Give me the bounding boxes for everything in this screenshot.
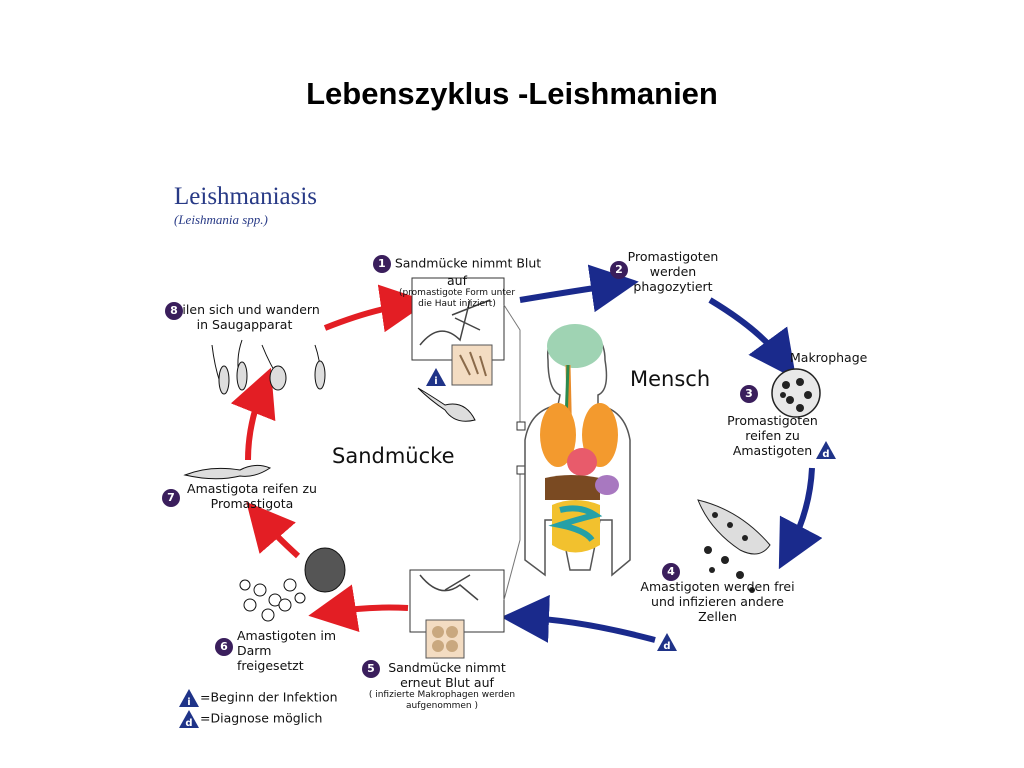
step-text: Amastigoten werden frei und infizieren a… bbox=[640, 579, 795, 624]
step-number-badge: 2 bbox=[610, 261, 628, 279]
legend-text: =Diagnose möglich bbox=[200, 710, 323, 726]
svg-text:d: d bbox=[663, 641, 670, 652]
cycle-arrow-5-6 bbox=[308, 584, 409, 632]
diagram-title: Leishmaniasis bbox=[174, 183, 318, 210]
cycle-arrow-3-4 bbox=[778, 467, 823, 570]
step-number-badge: 5 bbox=[362, 660, 380, 678]
infection-start-icon: i bbox=[426, 368, 446, 387]
step-number-badge: 3 bbox=[740, 385, 758, 403]
cycle-arrow-2-3 bbox=[708, 297, 797, 380]
cycle-arrow-7-8 bbox=[230, 367, 276, 461]
legend-text: =Beginn der Infektion bbox=[200, 689, 338, 705]
step-text: Promastigoten reifen zu Amastigoten bbox=[727, 413, 818, 458]
sandfly-bite-box-bottom bbox=[409, 569, 505, 659]
svg-text:i: i bbox=[434, 376, 437, 387]
sandfly-bite-box-top bbox=[411, 277, 505, 386]
macrophage-cell bbox=[771, 368, 821, 418]
step-number-badge: 6 bbox=[215, 638, 233, 656]
step-text: Amastigoten im Darm freigesetzt bbox=[237, 628, 336, 673]
infection-start-icon: i bbox=[179, 689, 199, 708]
amastigotes-cluster bbox=[239, 547, 346, 622]
step-number-badge: 4 bbox=[662, 563, 680, 581]
ruptured-macrophage bbox=[697, 499, 771, 593]
cycle-arrow-1-2 bbox=[519, 264, 639, 313]
svg-text:d: d bbox=[185, 718, 192, 729]
step-text: Amastigota reifen zu Promastigota bbox=[187, 481, 317, 511]
step-number-badge: 1 bbox=[372, 255, 391, 273]
macrophage-label: Makrophage bbox=[790, 350, 868, 365]
step-number-badge: 7 bbox=[162, 489, 180, 507]
promastigote-cell bbox=[183, 464, 272, 480]
cycle-arrow-4-5 bbox=[501, 594, 656, 643]
step-text: Promastigoten werden phagozytiert bbox=[627, 249, 719, 294]
diagnosis-icon: d bbox=[179, 710, 199, 729]
step-7: 7 Amastigota reifen zu Promastigota bbox=[162, 481, 322, 511]
step-3: 3 Promastigoten reifen zu Amastigoten bbox=[720, 385, 825, 458]
diagnosis-icon: d bbox=[816, 441, 836, 460]
step-note: ( infizierte Makrophagen werden aufgenom… bbox=[368, 690, 516, 711]
step-2: 2 Promastigoten werden phagozytiert bbox=[610, 249, 720, 294]
legend-row-diagnosis: d =Diagnose möglich bbox=[178, 709, 322, 729]
cycle-arrow-8-1 bbox=[323, 284, 429, 333]
step-text: Sandmücke nimmt Blut auf bbox=[394, 255, 542, 288]
step-text: Teilen sich und wandern in Saugapparat bbox=[169, 302, 320, 332]
step-6: 6 Amastigoten im Darm freigesetzt bbox=[215, 628, 340, 673]
step-text: Sandmücke nimmt erneut Blut auf bbox=[388, 660, 506, 690]
diagnosis-icon: d bbox=[657, 633, 677, 652]
step-5: 5 Sandmücke nimmt erneut Blut auf ( infi… bbox=[362, 660, 515, 712]
svg-text:d: d bbox=[822, 449, 829, 460]
region-label-human: Mensch bbox=[630, 367, 711, 391]
cycle-arrow-6-7 bbox=[246, 501, 301, 559]
legend-row-infection: i =Beginn der Infektion bbox=[178, 688, 338, 708]
step-8: 8 Teilen sich und wandern in Saugapparat bbox=[155, 302, 320, 332]
injected-promastigote bbox=[417, 387, 476, 422]
step-4: 4 Amastigoten werden frei und infizieren… bbox=[640, 563, 795, 624]
slide-title: Lebenszyklus -Leishmanien bbox=[306, 76, 718, 111]
diagram-subtitle: (Leishmania spp.) bbox=[174, 212, 268, 227]
svg-text:i: i bbox=[187, 697, 190, 708]
dividing-promastigotes bbox=[211, 339, 326, 395]
human-body-figure bbox=[524, 324, 631, 577]
step-number-badge: 8 bbox=[165, 302, 183, 320]
step-note: (promastigote Form unter die Haut injizi… bbox=[398, 288, 516, 309]
region-label-sandfly: Sandmücke bbox=[332, 444, 455, 468]
